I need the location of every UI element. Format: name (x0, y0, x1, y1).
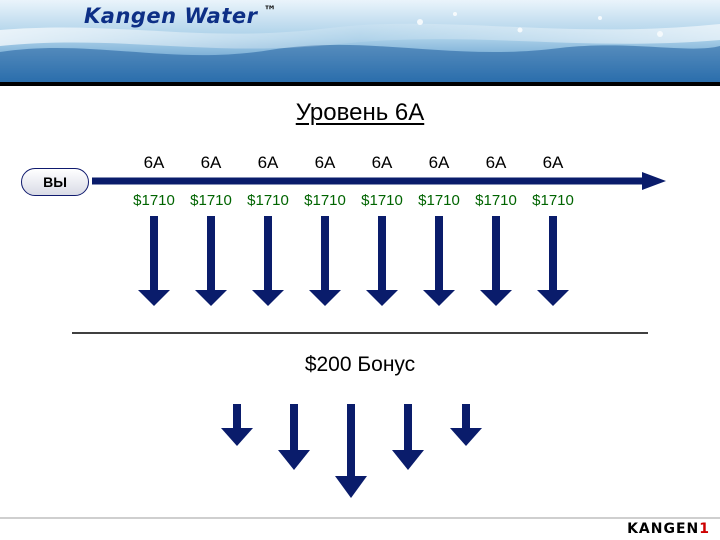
level-amount: $1710 (304, 192, 346, 209)
bonus-arrow-1 (221, 404, 253, 446)
timeline-arrow-head (642, 172, 666, 190)
header-banner: Kangen Water ™ (0, 0, 720, 86)
level-label: 6А (542, 153, 564, 172)
level-amount: $1710 (532, 192, 574, 209)
level-amount: $1710 (247, 192, 289, 209)
footer-logo-text: KANGEN (627, 521, 700, 537)
bonus-label: $200 Бонус (304, 353, 416, 376)
level-label: 6А (314, 153, 336, 172)
bonus-arrow-2 (278, 404, 310, 470)
footer-logo: KANGEN1 (627, 521, 710, 537)
level-down-arrow (366, 216, 398, 306)
level-label: 6А (371, 153, 393, 172)
bonus-arrow-4 (392, 404, 424, 470)
level-amount: $1710 (361, 192, 403, 209)
footer-logo-suffix: 1 (699, 521, 710, 537)
bonus-arrow-3 (335, 404, 367, 498)
level-label: 6А (485, 153, 507, 172)
level-down-arrow (480, 216, 512, 306)
level-down-arrow (309, 216, 341, 306)
level-label: 6А (428, 153, 450, 172)
level-down-arrow (537, 216, 569, 306)
level-down-arrow (252, 216, 284, 306)
brand-logo: Kangen Water ™ (84, 4, 277, 28)
level-amount: $1710 (190, 192, 232, 209)
you-node: ВЫ (21, 168, 89, 196)
level-label: 6А (200, 153, 222, 172)
bonus-arrow-5 (450, 404, 482, 446)
brand-name: Kangen Water (84, 4, 258, 28)
level-label: 6А (143, 153, 165, 172)
footer-bar (0, 517, 720, 519)
level-down-arrow (138, 216, 170, 306)
level-down-arrow (195, 216, 227, 306)
level-down-arrow (423, 216, 455, 306)
page-title: Уровень 6А (295, 99, 425, 126)
level-label: 6А (257, 153, 279, 172)
level-amount: $1710 (133, 192, 175, 209)
water-splash-image (0, 0, 720, 86)
level-amount: $1710 (418, 192, 460, 209)
trademark-mark: ™ (263, 4, 277, 19)
level-amount: $1710 (475, 192, 517, 209)
